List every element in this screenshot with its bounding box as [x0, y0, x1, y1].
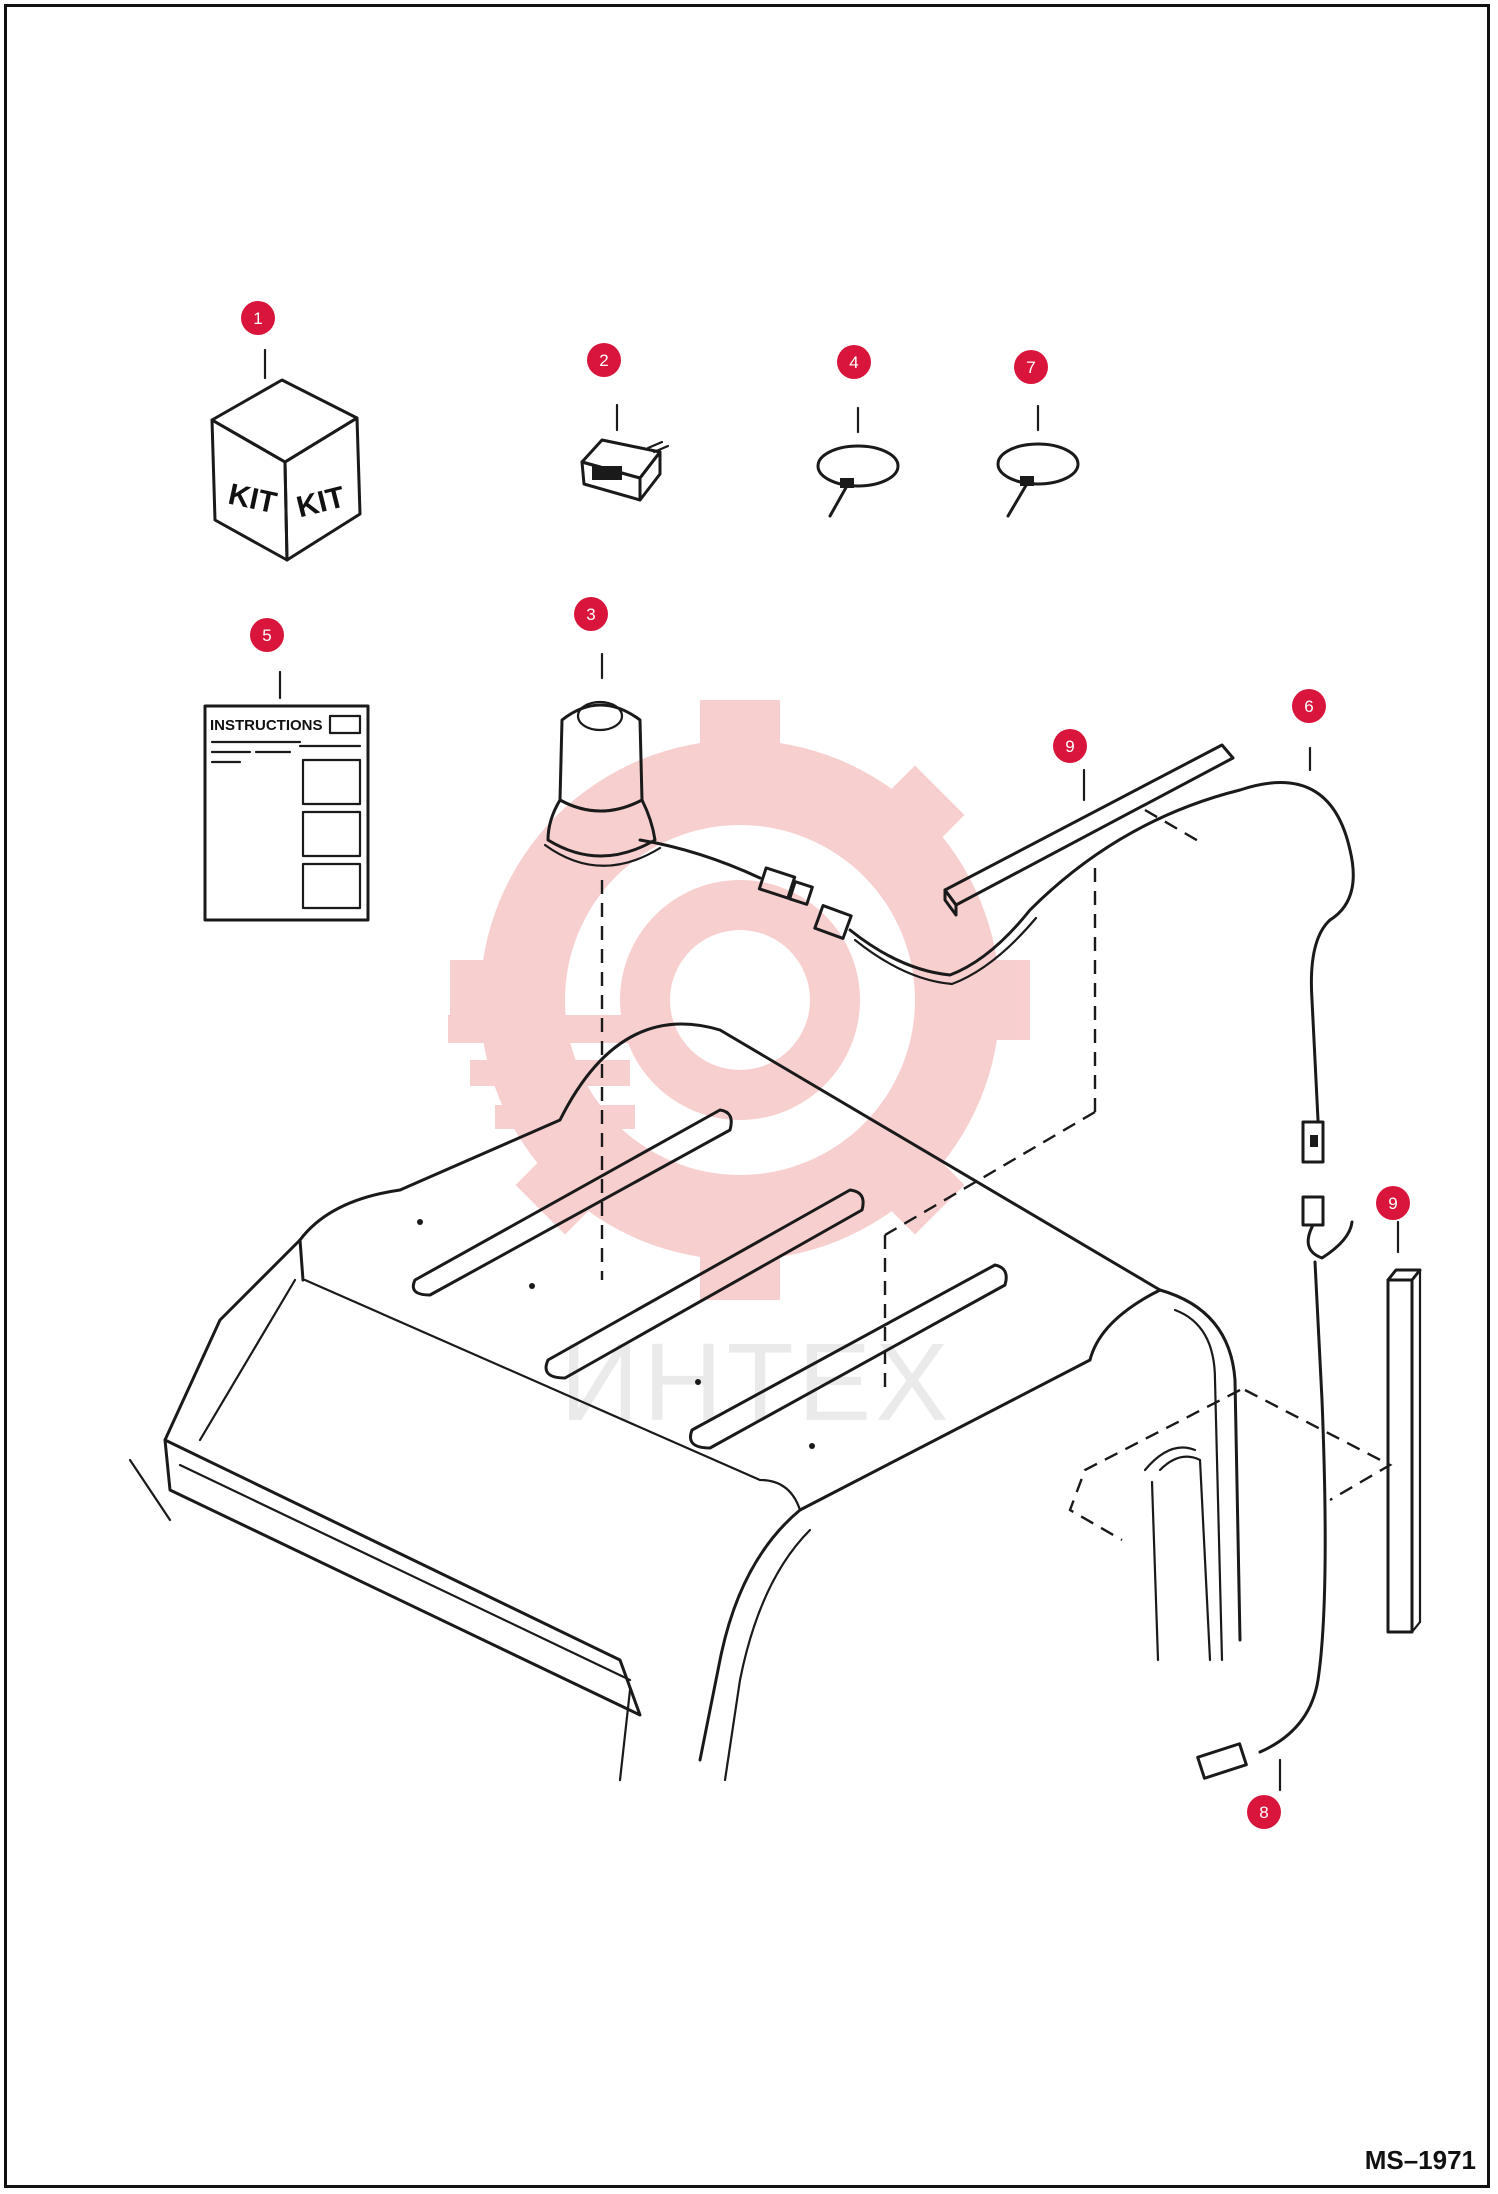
svg-text:1: 1	[253, 309, 262, 328]
channel-9-upper	[883, 743, 1235, 1395]
callout-8: 8	[1247, 1795, 1281, 1829]
svg-text:6: 6	[1304, 697, 1313, 716]
cable-tie-7	[996, 404, 1080, 518]
rocker-switch	[580, 403, 670, 502]
callout-9-lower: 9	[1376, 1186, 1410, 1220]
callout-4: 4	[837, 345, 871, 379]
svg-text:8: 8	[1259, 1803, 1268, 1822]
svg-text:2: 2	[599, 351, 608, 370]
harness-8	[1196, 1195, 1354, 1792]
svg-text:7: 7	[1026, 358, 1035, 377]
document-code: MS–1971	[1364, 2145, 1476, 2175]
kit-label-right: KIT	[293, 481, 348, 525]
instructions-sheet: INSTRUCTIONS	[203, 670, 370, 922]
svg-text:9: 9	[1065, 737, 1074, 756]
beacon-light	[543, 652, 814, 1280]
watermark: ИНТЕХ	[448, 700, 1030, 1444]
kit-label-left: KIT	[225, 478, 279, 520]
callout-2: 2	[587, 343, 621, 377]
svg-text:4: 4	[849, 353, 858, 372]
callout-3: 3	[574, 597, 608, 631]
callout-6: 6	[1292, 689, 1326, 723]
callout-9-upper: 9	[1053, 729, 1087, 763]
callout-1: 1	[241, 301, 275, 335]
channel-9-lower	[1386, 1220, 1422, 1634]
watermark-text: ИНТЕХ	[560, 1321, 952, 1444]
svg-text:3: 3	[586, 605, 595, 624]
callout-7: 7	[1014, 350, 1048, 384]
cab-roof	[128, 1022, 1393, 1782]
callout-5: 5	[250, 618, 284, 652]
cable-tie-4	[816, 406, 900, 518]
instructions-title: INSTRUCTIONS	[210, 717, 323, 734]
svg-text:9: 9	[1388, 1194, 1397, 1213]
svg-text:5: 5	[262, 626, 271, 645]
kit-box: KIT KIT	[210, 348, 362, 562]
harness-6	[813, 746, 1355, 1164]
diagram-frame	[4, 4, 1490, 2188]
